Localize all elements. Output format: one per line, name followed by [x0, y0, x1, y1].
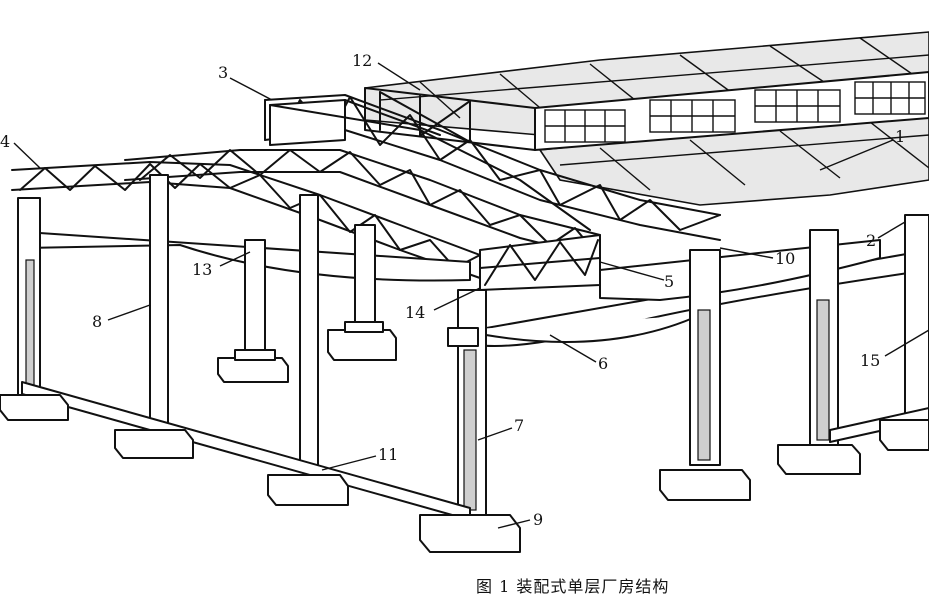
- figure-caption: 图 1 装配式单层厂房结构: [476, 577, 669, 596]
- callout-labels: 1 2 3 4 5 6 7 8 9 10 11 12 13 14 15: [0, 51, 905, 529]
- callout-9: 9: [533, 510, 543, 529]
- callout-12: 12: [352, 51, 372, 70]
- callout-7: 7: [514, 416, 524, 435]
- callout-8: 8: [92, 312, 102, 331]
- callout-13: 13: [192, 260, 212, 279]
- leader-lines: [13, 62, 929, 529]
- callout-2: 2: [866, 231, 876, 250]
- callout-4: 4: [0, 132, 10, 151]
- middle-truss: [124, 149, 601, 259]
- columns: [17, 174, 929, 516]
- callout-10: 10: [775, 249, 795, 268]
- foundations: [0, 321, 929, 553]
- callout-1: 1: [895, 127, 905, 146]
- callout-6: 6: [598, 354, 608, 373]
- callout-15: 15: [860, 351, 880, 370]
- callout-3: 3: [218, 63, 228, 82]
- roof-truss-panel: [479, 234, 601, 291]
- callout-11: 11: [378, 445, 398, 464]
- skylight-windows: [364, 71, 929, 151]
- callout-5: 5: [664, 272, 674, 291]
- front-truss: [11, 99, 591, 279]
- callout-14: 14: [405, 303, 425, 322]
